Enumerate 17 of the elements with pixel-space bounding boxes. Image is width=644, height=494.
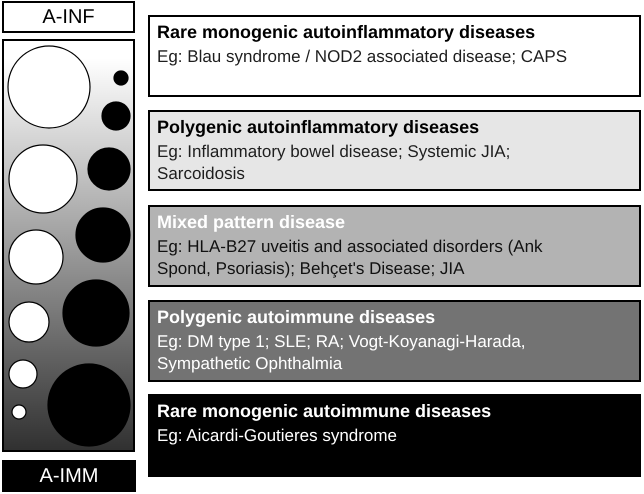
example-text: Eg: HLA-B27 uveitis and associated disorders (Ank Spond, Psoriasis); Behçet's Disease; JIA — [157, 236, 544, 280]
category-panel — [148, 394, 641, 477]
category-panel — [148, 300, 641, 382]
example-text: Eg: DM type 1; SLE; RA; Vogt-Koyanagi-Harada, Sympathetic Ophthalmia — [157, 331, 527, 375]
example-text: Eg: Inflammatory bowel disease; Systemic JIA; Sarcoidosis — [157, 141, 512, 185]
scale-end-label: A-INF — [2, 1, 135, 33]
example-text: Eg: Blau syndrome / NOD2 associated disease; CAPS — [157, 46, 568, 68]
category-panel — [148, 15, 641, 97]
category-title: Rare monogenic autoinflammatory diseases — [157, 21, 536, 43]
category-title: Polygenic autoimmune diseases — [157, 306, 436, 328]
example-text: Eg: Aicardi-Goutieres syndrome — [157, 425, 398, 447]
category-title: Polygenic autoinflammatory diseases — [157, 116, 480, 138]
category-title: Rare monogenic autoimmune diseases — [157, 400, 492, 422]
category-panel — [148, 205, 641, 287]
category-title: Mixed pattern disease — [157, 211, 346, 233]
scale-end-label: A-IMM — [2, 460, 136, 492]
category-panel — [148, 110, 641, 191]
